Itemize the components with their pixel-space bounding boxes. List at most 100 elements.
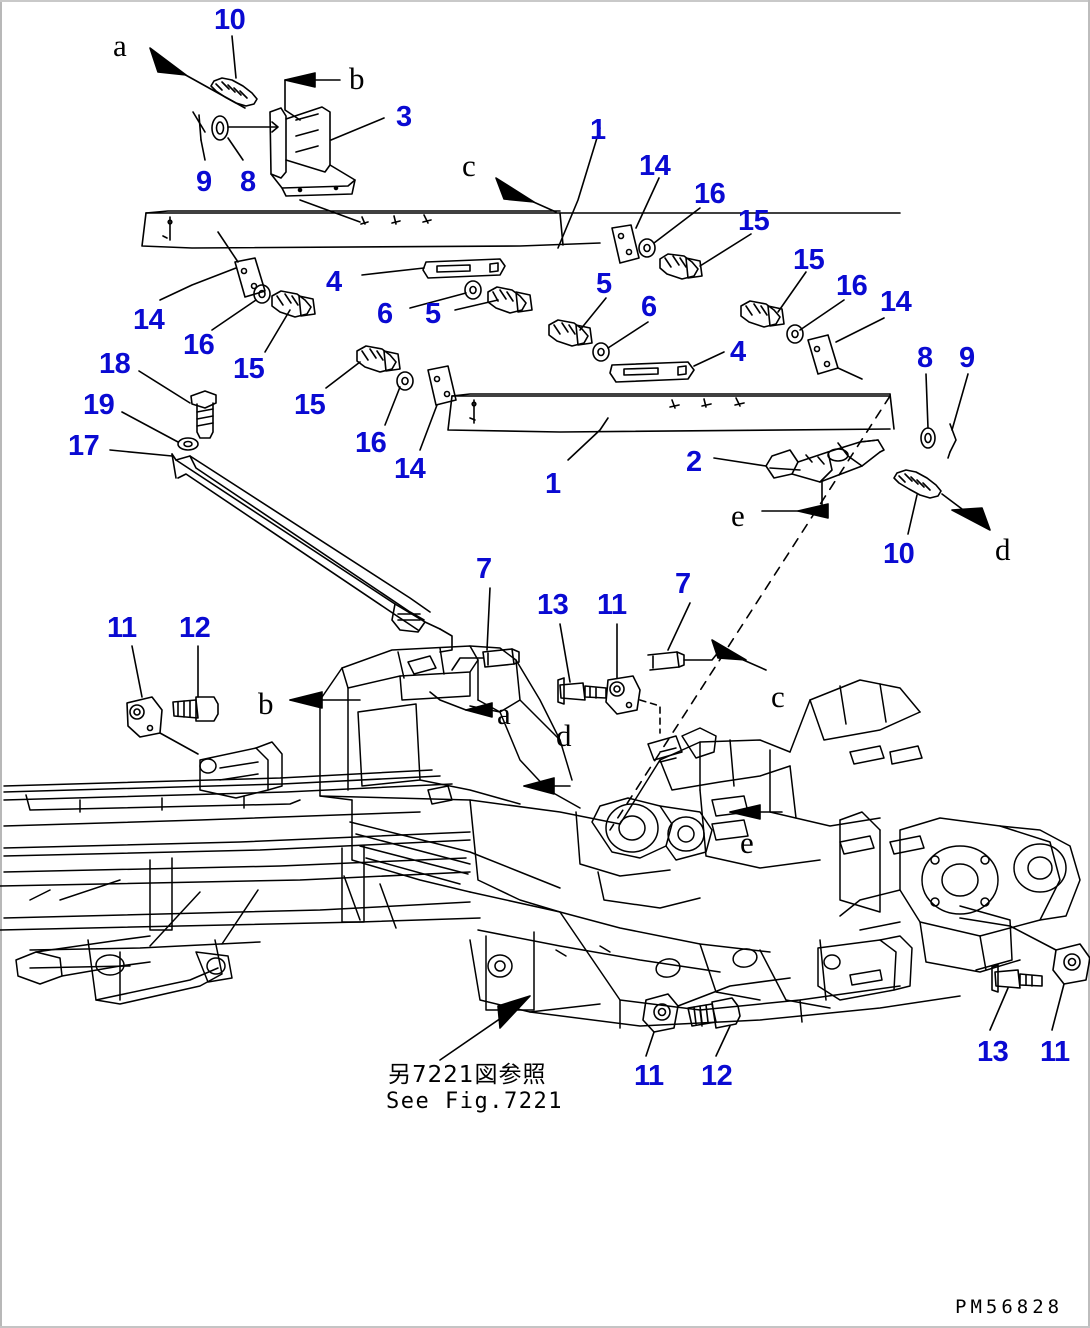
callout-15-lowleft: 15 xyxy=(233,353,265,385)
callout-11-botright: 11 xyxy=(1040,1036,1070,1068)
part-10-bolt-right xyxy=(894,470,941,498)
section-letter-c-top: c xyxy=(462,148,476,183)
part-15-bolt-right xyxy=(741,301,784,327)
callout-2: 2 xyxy=(686,446,702,478)
callout-19: 19 xyxy=(83,389,115,421)
leader-11-bottom xyxy=(646,1032,654,1056)
callout-16-right: 16 xyxy=(836,270,868,302)
leader-15-mid2 xyxy=(326,362,360,388)
part-1-upper-rail xyxy=(142,211,900,248)
leader-16-upmid xyxy=(654,208,700,243)
leader-c-top xyxy=(496,178,556,212)
scan-edge-top xyxy=(0,0,1090,2)
leader-see-fig xyxy=(440,996,530,1060)
leader-14-lowleft xyxy=(160,268,236,300)
leader-e-mid xyxy=(730,805,782,819)
part-2-bracket xyxy=(766,440,884,482)
callout-12-left: 12 xyxy=(179,612,211,644)
callout-14-right: 14 xyxy=(880,286,912,318)
leader-14-right-up xyxy=(836,318,884,342)
part-15-bolt-upmid xyxy=(660,254,702,279)
callout-1-lower: 1 xyxy=(545,468,561,500)
part-14-plate-mid2 xyxy=(428,366,456,405)
part-15-bolt-mid2 xyxy=(357,346,400,372)
leader-11-left-to-machine xyxy=(160,733,198,754)
part-9-washer-top xyxy=(193,112,205,140)
leader-11-mid-down xyxy=(640,700,660,733)
callout-11-mid: 11 xyxy=(597,589,627,621)
callout-15-mid2: 15 xyxy=(294,389,326,421)
leader-7-right xyxy=(668,603,690,650)
callout-16-up-mid: 16 xyxy=(694,178,726,210)
part-12-bolt-bottom xyxy=(688,998,740,1028)
leader-7-right-ext xyxy=(684,650,720,660)
leader-b-top xyxy=(285,73,340,120)
part-11-bracket-mid xyxy=(606,676,640,714)
figure-code: PM56828 xyxy=(955,1296,1064,1318)
callout-5-left: 5 xyxy=(425,298,441,330)
section-letter-a-topleft: a xyxy=(113,28,127,63)
part-13-bolt-botright xyxy=(992,965,1042,992)
callout-14-up-mid: 14 xyxy=(639,150,671,182)
callout-17: 17 xyxy=(68,430,100,462)
callout-9-right: 9 xyxy=(959,342,975,374)
leader-14-lowleft-2 xyxy=(218,232,238,262)
leader-7-left-to-machine xyxy=(452,658,483,670)
part-14-plate-upmid xyxy=(612,225,639,263)
leader-1-upper xyxy=(558,128,600,248)
callout-1-upper: 1 xyxy=(590,114,606,146)
leader-11-left xyxy=(132,646,142,697)
leader-11-botright-to-frame xyxy=(960,918,1056,950)
scan-edge-right xyxy=(1088,0,1090,1328)
leader-17 xyxy=(110,450,172,456)
callout-6-mid: 6 xyxy=(641,291,657,323)
part-16-washer-mid2 xyxy=(397,372,413,390)
leader-b-mid xyxy=(290,692,360,708)
callout-13-bottom: 13 xyxy=(977,1036,1009,1068)
leader-c-mid xyxy=(712,640,766,670)
callout-16-lowleft: 16 xyxy=(183,329,215,361)
leader-d-right xyxy=(942,494,990,530)
scan-edge-left xyxy=(0,0,2,1328)
part-16-washer-upmid xyxy=(639,239,655,257)
leader-14-upmid xyxy=(636,178,659,228)
part-11-bracket-botright xyxy=(1053,944,1090,984)
callout-6-left: 6 xyxy=(377,298,393,330)
leader-9-right xyxy=(952,374,968,430)
leader-16-right xyxy=(800,300,844,330)
leader-9 xyxy=(201,140,205,160)
part-16-washer-right xyxy=(787,325,803,343)
leader-5-mid xyxy=(580,298,606,330)
leader-10-top xyxy=(232,36,236,78)
callout-14-mid2: 14 xyxy=(394,453,426,485)
part-10-bolt-top xyxy=(211,78,257,106)
leader-2 xyxy=(714,458,766,466)
part-11-bracket-bottom xyxy=(643,994,678,1032)
reference-note-japanese: 另7221図参照 xyxy=(388,1062,547,1088)
section-letter-d-right: d xyxy=(995,532,1011,567)
callout-5-mid: 5 xyxy=(596,268,612,300)
section-letter-b-mid: b xyxy=(258,686,274,721)
section-letter-e-mid: e xyxy=(740,825,754,860)
leader-4-left xyxy=(362,268,424,275)
part-12-bolt-left xyxy=(173,697,218,721)
part-16-washer-lowleft xyxy=(254,285,270,303)
part-11-bracket-left xyxy=(127,697,162,737)
callout-13-mid: 13 xyxy=(537,589,569,621)
callout-11-bottom: 11 xyxy=(634,1060,664,1092)
leader-8-right xyxy=(926,374,928,428)
callout-18: 18 xyxy=(99,348,131,380)
part-14-plate-right xyxy=(808,335,838,374)
ref-line-long xyxy=(610,396,890,830)
leader-14-right-down xyxy=(838,368,862,379)
section-letter-d-mid: d xyxy=(556,718,572,753)
leader-e-right xyxy=(762,480,828,518)
part-3-bracket xyxy=(270,107,355,196)
leader-d-mid xyxy=(524,778,570,794)
leader-13-mid xyxy=(560,624,570,682)
leader-1-lower xyxy=(568,418,608,460)
leader-6-mid xyxy=(608,322,648,348)
leader-16-lowleft xyxy=(212,300,256,330)
